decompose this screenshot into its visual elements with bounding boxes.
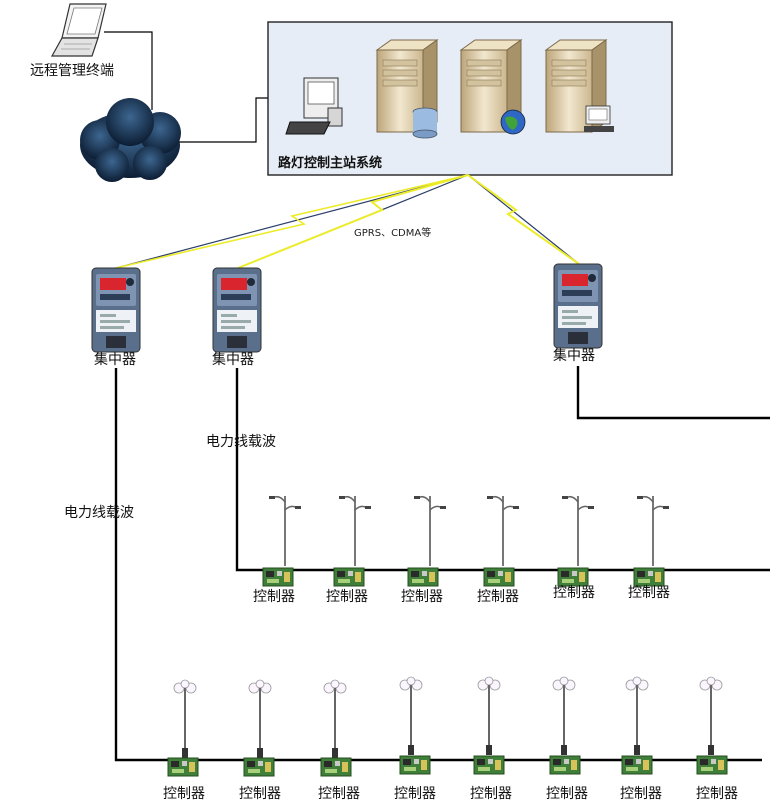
meter-icon [553,263,603,349]
streetlight-icon [699,676,723,756]
concentrator-1: 集中器 [91,267,141,368]
controller-board-icon [549,755,581,775]
controller-label: 控制器 [628,585,670,601]
controller-label: 控制器 [696,786,738,802]
controller-label: 控制器 [620,786,662,802]
terminal-to-cloud-line [104,31,153,110]
streetlight-icon [399,676,423,756]
streetlight-icon [477,676,501,756]
remote-terminal-label: 远程管理终端 [30,63,114,79]
controller-label: 控制器 [553,585,595,601]
controller-board-icon [557,567,589,587]
concentrator-2: 集中器 [212,267,262,368]
master-station-label: 路灯控制主站系统 [278,155,382,171]
controller-board-icon [483,567,515,587]
streetlight-icon [338,495,372,567]
workstation-icon [285,77,343,135]
remote-terminal: 远程管理终端 [30,3,114,79]
database-server-icon [376,39,438,139]
wireless-label: GPRS、CDMA等 [354,226,431,239]
lower-lamp-row: 控制器 控制器 控制器 控制器 控制器 控制器 控制器 控制器 [163,676,738,802]
feeder-line-1 [114,368,762,762]
controller-label: 控制器 [401,589,443,605]
controller-label: 控制器 [326,589,368,605]
concentrator-3: 集中器 [553,263,603,364]
streetlight-icon [486,495,520,567]
controller-label: 控制器 [239,786,281,802]
controller-board-icon [473,755,505,775]
streetlight-icon [636,495,670,567]
streetlight-icon [552,676,576,756]
controller-label: 控制器 [546,786,588,802]
upper-lamp-row: 控制器 控制器 控制器 控制器 控制器 控制器 [253,495,670,605]
master-station-panel: 路灯控制主站系统 [267,21,673,176]
controller-label: 控制器 [470,786,512,802]
controller-board-icon [167,757,199,777]
wireless-links: GPRS、CDMA等 [115,174,580,269]
controller-board-icon [262,567,294,587]
controller-label: 控制器 [394,786,436,802]
controller-board-icon [243,757,275,777]
controller-board-icon [333,567,365,587]
streetlight-icon [413,495,447,567]
meter-icon [91,267,141,353]
feeder-line-3 [576,366,770,420]
controller-board-icon [399,755,431,775]
streetlight-icon [561,495,595,567]
controller-board-icon [621,755,653,775]
controller-board-icon [407,567,439,587]
feeder-line-2 [235,368,770,572]
controller-board-icon [633,567,665,587]
streetlight-icon [323,679,347,759]
streetlight-icon [248,679,272,759]
streetlight-icon [173,679,197,759]
streetlight-icon [268,495,302,567]
laptop-icon [50,3,107,57]
concentrator-label: 集中器 [212,351,254,368]
web-server-icon [460,39,526,135]
meter-icon [212,267,262,353]
streetlight-icon [625,676,649,756]
concentrator-label: 集中器 [553,347,595,364]
controller-label: 控制器 [318,786,360,802]
controller-label: 控制器 [477,589,519,605]
plc-label-1: 电力线载波 [64,505,134,521]
plc-label-2: 电力线载波 [206,434,276,450]
controller-board-icon [320,757,352,777]
controller-label: 控制器 [253,589,295,605]
controller-label: 控制器 [163,786,205,802]
concentrator-label: 集中器 [94,351,136,368]
cloud-icon [80,98,181,182]
controller-board-icon [696,755,728,775]
client-server-icon [545,39,614,133]
cloud-to-station-line [178,97,268,143]
